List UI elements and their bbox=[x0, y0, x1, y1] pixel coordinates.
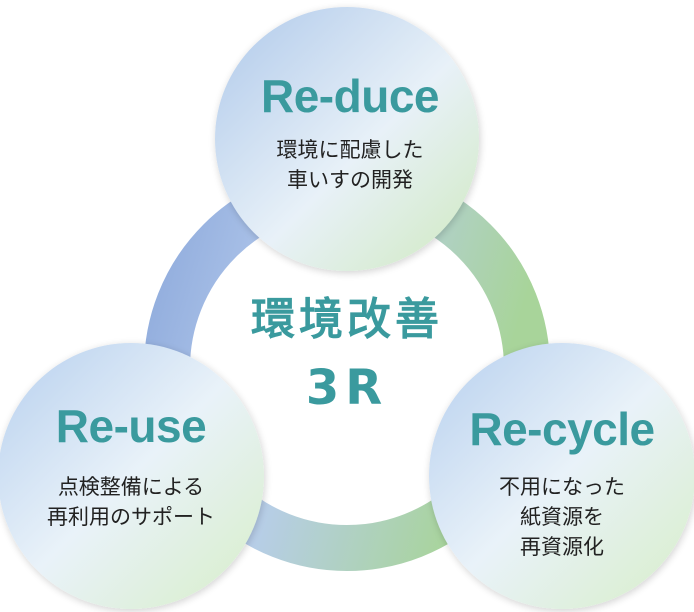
recycle-description: 不用になった 紙資源を 再資源化 bbox=[430, 472, 694, 562]
reuse-title: Re-use bbox=[55, 400, 207, 452]
reduce-title: Re-duce bbox=[261, 70, 439, 122]
reuse-desc-line: 点検整備による bbox=[57, 475, 205, 499]
recycle-desc-line: 紙資源を bbox=[520, 505, 604, 529]
reduce-description: 環境に配慮した 車いすの開発 bbox=[200, 135, 500, 195]
recycle-desc-line: 再資源化 bbox=[520, 535, 604, 559]
recycle-desc-line: 不用になった bbox=[499, 475, 625, 499]
recycle-circle bbox=[429, 343, 694, 609]
center-title: 環境改善 bbox=[251, 294, 443, 345]
reduce-circle bbox=[215, 7, 479, 271]
reuse-desc-line: 再利用のサポート bbox=[47, 505, 215, 529]
reduce-desc-line: 車いすの開発 bbox=[287, 168, 413, 192]
reuse-circle bbox=[0, 343, 264, 609]
center-subtitle: 3R bbox=[305, 360, 389, 416]
recycle-title: Re-cycle bbox=[469, 403, 655, 455]
reduce-desc-line: 環境に配慮した bbox=[276, 138, 424, 162]
reuse-description: 点検整備による 再利用のサポート bbox=[0, 472, 262, 532]
